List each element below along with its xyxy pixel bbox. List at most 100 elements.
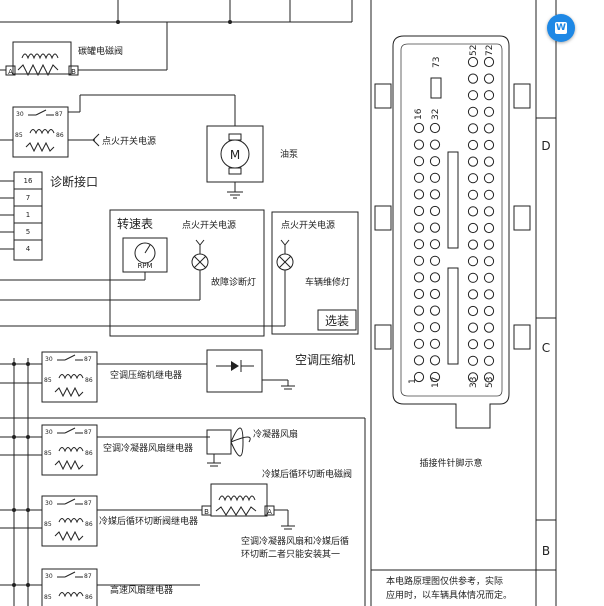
svg-text:30: 30	[45, 573, 53, 580]
connector-pin	[483, 156, 495, 167]
connector-pin	[467, 289, 479, 300]
connector-pin	[413, 355, 425, 366]
connector-pin	[467, 139, 479, 151]
connector-pin	[467, 90, 479, 101]
refrigerant-relay: 30 87 85 86 冷媒后循环切断阀继电器 空调冷凝器风扇和冷媒后循 环切断…	[41, 495, 349, 560]
diag-pin: 16	[24, 177, 33, 185]
note-line-1: 空调冷凝器风扇和冷媒后循	[241, 535, 349, 547]
note-line-2: 环切断二者只能安装其一	[241, 548, 340, 560]
connector-pin	[467, 206, 479, 217]
connector-pin	[413, 139, 425, 150]
connector-pin	[467, 73, 479, 84]
svg-text:87: 87	[84, 356, 92, 363]
rpm-label: RPM	[137, 262, 152, 270]
conn-b-label: B	[71, 68, 76, 76]
instrument-box: 转速表 点火开关电源 RPM 故障诊断灯	[0, 209, 265, 337]
ign-power-label: 点火开关电源	[102, 135, 156, 147]
connector-pin	[429, 205, 441, 217]
connector-pin	[413, 322, 425, 333]
fuel-pump: M 油泵	[206, 125, 298, 199]
right-panel: D C B 73 16 32 52 72 1 17 33 53 插接件针脚示意 …	[370, 0, 557, 606]
fault-lamp-label: 故障诊断灯	[211, 276, 256, 288]
ac-compressor-relay-label: 空调压缩机继电器	[110, 369, 182, 381]
service-lamp-box: 点火开关电源 车辆维修灯 选装	[0, 211, 359, 335]
svg-text:87: 87	[84, 573, 92, 580]
connector-pin	[483, 106, 495, 117]
connector-pin	[483, 256, 495, 267]
connector-pin	[429, 305, 441, 316]
connector-pin	[429, 272, 441, 283]
svg-text:30: 30	[45, 500, 53, 507]
canister-valve: A B 碳罐电磁阀	[0, 41, 123, 77]
top-bus	[0, 0, 353, 71]
high-fan-relay: 30 87 85 86 高速风扇继电器	[41, 568, 200, 606]
word-app-icon[interactable]: W	[547, 14, 575, 42]
refrigerant-valve-label: 冷媒后循环切断电磁阀	[262, 468, 352, 480]
ac-compressor: 空调压缩机	[206, 349, 355, 393]
connector-pin	[429, 255, 441, 266]
connector-pin	[483, 173, 495, 184]
optional-label: 选装	[325, 314, 349, 328]
connector-pin	[483, 189, 495, 200]
svg-text:85: 85	[44, 450, 52, 457]
connector-pin	[413, 338, 425, 349]
ac-compressor-label: 空调压缩机	[295, 352, 355, 367]
zone-c: C	[542, 341, 550, 355]
svg-text:1: 1	[408, 378, 418, 384]
diag-pin: 7	[26, 194, 30, 202]
svg-text:B: B	[204, 508, 209, 516]
connector-pin	[467, 305, 479, 317]
refrigerant-relay-label: 冷媒后循环切断阀继电器	[99, 515, 198, 527]
connector-pin	[429, 288, 441, 300]
svg-text:87: 87	[55, 111, 63, 118]
connector-pin	[483, 73, 495, 84]
connector-pin	[429, 338, 441, 349]
condenser-fan-relay-label: 空调冷凝器风扇继电器	[103, 442, 193, 454]
connector-pin	[467, 156, 479, 167]
connector-pin	[467, 355, 479, 366]
diag-pin: 1	[26, 211, 30, 219]
connector-pin	[429, 156, 441, 167]
condenser-fan-label: 冷凝器风扇	[253, 428, 298, 440]
condenser-fan-relay: 30 87 85 86 空调冷凝器风扇继电器	[41, 424, 210, 476]
diag-port: 16 7 1 5 4 诊断接口	[0, 171, 98, 261]
connector-pin	[467, 123, 479, 134]
connector-pin	[467, 256, 479, 267]
connector-pin	[413, 205, 425, 217]
svg-text:85: 85	[15, 132, 23, 139]
connector-pin	[467, 322, 479, 333]
connector-pin	[429, 355, 441, 366]
diag-pin: 4	[26, 245, 31, 253]
diag-pin: 5	[26, 228, 30, 236]
connector-pin	[483, 139, 495, 151]
connector-pin	[483, 339, 495, 350]
connector-pin	[413, 172, 425, 183]
svg-text:30: 30	[45, 429, 53, 436]
connector-pin	[467, 239, 479, 250]
connector-pin	[467, 173, 479, 184]
connector-pin	[483, 355, 495, 366]
svg-text:85: 85	[44, 594, 52, 601]
connector-pin	[483, 206, 495, 217]
connector-pin	[429, 122, 441, 134]
fuel-pump-relay: 30 87 85 86 点火开关电源	[0, 94, 236, 158]
connector-pin	[429, 139, 441, 150]
connector-pin	[429, 371, 441, 383]
svg-text:86: 86	[56, 132, 64, 139]
svg-text:30: 30	[45, 356, 53, 363]
connector-pin	[483, 322, 495, 333]
svg-text:17: 17	[431, 377, 441, 388]
svg-text:86: 86	[85, 450, 93, 457]
svg-text:73: 73	[432, 57, 442, 68]
connector-pin	[483, 289, 495, 300]
service-lamp-label: 车辆维修灯	[305, 276, 350, 288]
zone-d: D	[541, 139, 550, 153]
connector-pin	[413, 272, 425, 283]
svg-text:85: 85	[44, 521, 52, 528]
connector-pin	[467, 56, 479, 68]
connector-pin	[467, 106, 479, 117]
connector-caption: 插接件针脚示意	[419, 457, 482, 469]
left-feed	[0, 358, 366, 606]
connector-pin	[483, 90, 495, 101]
